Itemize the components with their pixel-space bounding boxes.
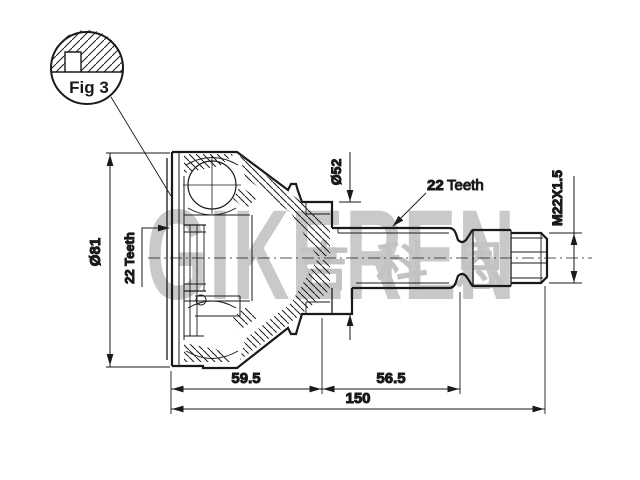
dim-housing-teeth — [141, 224, 170, 287]
housing-interior — [183, 156, 253, 359]
fig-label: Fig 3 — [69, 78, 109, 97]
dim-boot-diameter — [339, 152, 361, 340]
dim-shaft-teeth-word: Teeth — [447, 177, 484, 194]
extension-lines — [170, 286, 546, 414]
shaft — [332, 226, 549, 290]
dim-total-length-label: 150 — [345, 390, 370, 407]
dim-housing-teeth-label: 22 Teeth — [122, 232, 137, 284]
spline-minor-line-top — [337, 228, 449, 234]
thread-end — [510, 231, 549, 285]
dim-housing-length-label: 59.5 — [231, 370, 260, 387]
watermark-brand: GIKEREN — [146, 184, 517, 327]
dim-thread-label: M22X1.5 — [549, 170, 565, 226]
detail-circle: Fig 3 — [50, 30, 172, 197]
dim-housing-diameter — [106, 152, 170, 368]
dim-shaft-teeth-count: 22 — [427, 177, 444, 194]
dim-thread — [549, 176, 582, 284]
spline-bore — [184, 224, 206, 292]
dim-housing-diameter-label: Ø81 — [87, 238, 104, 266]
detail-hatch-area — [51, 30, 124, 72]
cv-joint-housing — [166, 150, 354, 370]
dim-shaft-length-label: 56.5 — [376, 370, 405, 387]
circlip-detail — [195, 294, 207, 306]
detail-tooth-profile — [64, 51, 82, 72]
dim-shaft-teeth — [392, 192, 427, 227]
dimension-lines: Ø81 22 Teeth Ø52 22 Teeth — [87, 152, 582, 414]
dim-boot-diameter-label: Ø52 — [328, 159, 344, 186]
detail-circle-outline — [50, 31, 124, 105]
detail-leader-line — [110, 96, 172, 197]
